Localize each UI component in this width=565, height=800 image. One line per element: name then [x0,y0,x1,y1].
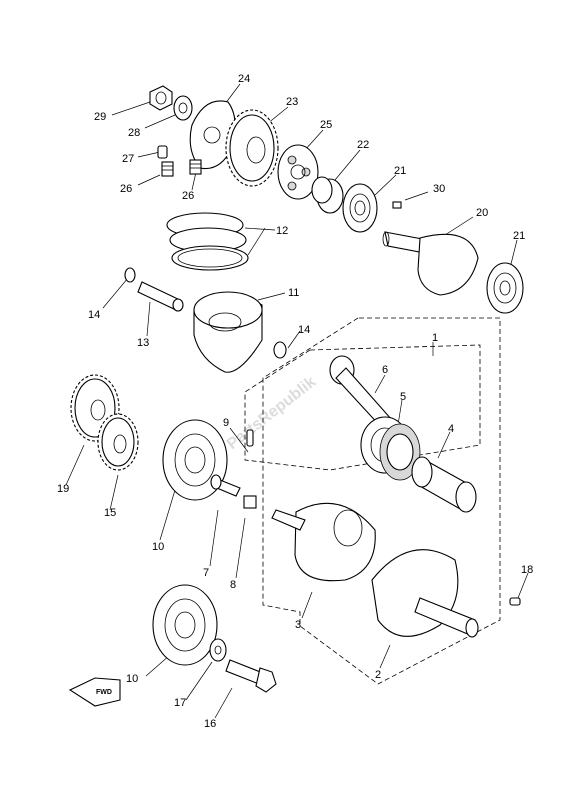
part-22-collar [311,176,344,214]
callout-9: 9 [223,417,229,429]
callout-26-right: 26 [182,190,194,202]
callout-12: 12 [276,225,288,237]
callout-21-upper: 21 [394,165,406,177]
callout-10-upper: 10 [152,541,164,553]
callout-15: 15 [104,507,116,519]
callout-5: 5 [400,391,406,403]
callout-16: 16 [204,718,216,730]
part-11-piston [193,291,263,373]
callout-19: 19 [57,483,69,495]
part-8-spring [243,495,257,509]
part-2-right-crank-web [371,549,479,638]
callout-11: 11 [288,287,299,299]
part-3-left-crank-web [271,502,376,582]
callout-23: 23 [286,96,298,108]
part-7-bolt [210,474,241,497]
part-12-piston-rings [166,212,249,271]
callout-24: 24 [238,73,250,85]
callout-14-left: 14 [88,309,100,321]
callout-14-right: 14 [298,324,310,336]
part-26-spring-right [189,159,202,175]
part-23-gear [225,109,279,187]
part-15-gear [97,413,139,471]
part-9-pin [246,429,254,447]
callout-10-lower: 10 [126,673,138,685]
part-18-key [509,597,521,606]
forward-arrow-icon: FWD [68,677,121,707]
leader-lines [65,83,529,719]
callout-13: 13 [137,337,149,349]
part-13-piston-pin [137,281,184,312]
part-29-nut [149,85,173,111]
callout-7: 7 [203,567,209,579]
part-25-plate [277,144,319,200]
callout-28: 28 [128,127,140,139]
part-10-bearing-lower [152,584,218,666]
part-14-clip-left [124,267,136,283]
forward-label: FWD [96,689,112,696]
part-26-spring-left [161,161,174,177]
callout-30: 30 [433,183,445,195]
callout-26-left: 26 [120,183,132,195]
callout-22: 22 [357,139,369,151]
part-14-clip-right [273,341,287,359]
callout-25: 25 [320,119,332,131]
part-4-crank-pin [411,456,477,513]
callout-27: 27 [122,153,134,165]
callout-8: 8 [230,579,236,591]
connecting-rod-group-outline [244,344,481,471]
callout-17: 17 [174,697,186,709]
part-28-washer [173,95,193,121]
callout-29: 29 [94,111,106,123]
part-17-washer [209,638,227,662]
watermark-text: PartsRepublik [224,373,319,453]
callout-2: 2 [375,669,381,681]
callout-3: 3 [295,619,301,631]
callout-1: 1 [432,332,438,344]
crankshaft-assembly-outline [262,317,501,685]
callout-20: 20 [476,207,488,219]
callout-18: 18 [521,564,533,576]
part-21-bearing-upper [342,183,378,233]
part-5-needle-bearing [379,423,421,481]
callout-4: 4 [448,423,454,435]
callout-labels: 1 2 3 4 5 6 7 8 9 10 10 11 12 13 14 14 1… [57,73,533,730]
part-27-pin [157,145,168,159]
callout-6: 6 [382,364,388,376]
part-21-bearing-right [486,262,524,314]
part-20-balancer-shaft [382,231,479,296]
part-6-connecting-rod [329,355,410,474]
part-30-key [392,201,402,209]
part-16-bolt [225,659,277,693]
callout-21-right: 21 [513,230,525,242]
